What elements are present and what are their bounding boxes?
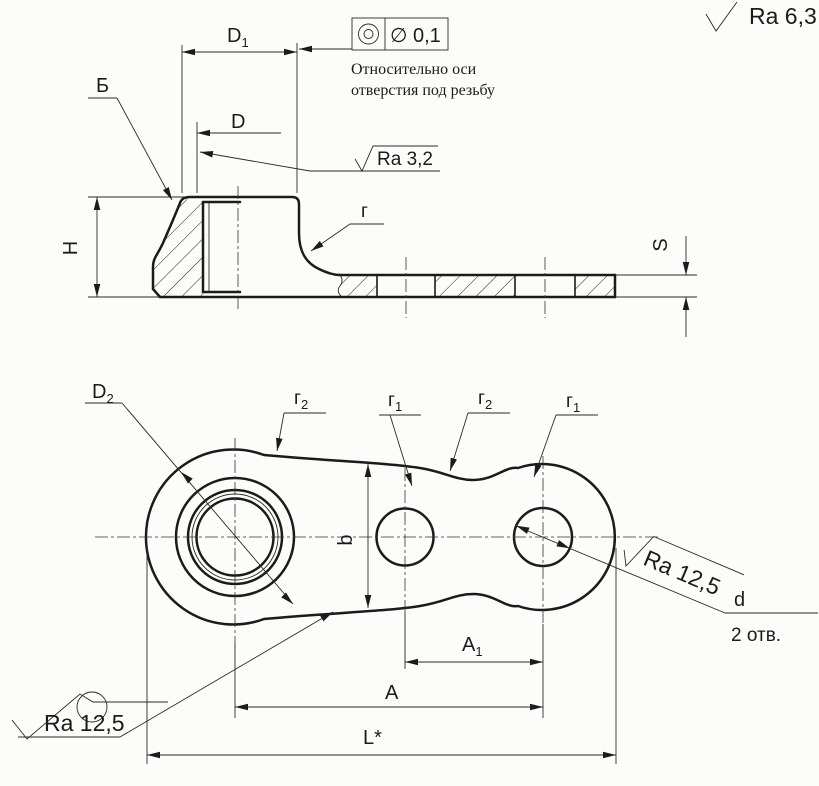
svg-text:г2: г2 bbox=[478, 388, 492, 412]
dim-label-b: b bbox=[335, 534, 357, 545]
link-outline bbox=[144, 448, 617, 626]
tolerance-callout: ∅ 0,1 Относительно оси отверстия под рез… bbox=[299, 17, 495, 99]
side-section-view: H D1 D Б Ra 3,2 г S bbox=[60, 25, 697, 337]
boss-outline bbox=[151, 195, 342, 299]
holes-count-note: 2 отв. bbox=[731, 625, 781, 646]
tolerance-note-line2: отверстия под резьбу bbox=[351, 82, 495, 99]
svg-text:г1: г1 bbox=[388, 390, 402, 414]
dim-label-D2: D2 bbox=[92, 381, 114, 406]
roughness-ra125-holes: Ra 12,5 bbox=[623, 535, 745, 600]
tolerance-value: ∅ 0,1 bbox=[390, 25, 441, 47]
surface-label-B: Б bbox=[96, 75, 109, 97]
tolerance-frame bbox=[351, 17, 449, 51]
svg-text:г2: г2 bbox=[294, 388, 308, 412]
b-label-leader bbox=[116, 97, 173, 201]
tolerance-note-line1: Относительно оси bbox=[351, 61, 477, 78]
break-line bbox=[337, 274, 343, 297]
hole-dia-callout: Ra 12,5 d 2 отв. bbox=[514, 522, 818, 646]
radius-label-r1-b: г1 bbox=[533, 391, 598, 478]
roughness-value: Ra 12,5 bbox=[44, 710, 125, 736]
plate-hatch-1 bbox=[340, 276, 377, 296]
corner-roughness: Ra 6,3 bbox=[705, 1, 817, 32]
roughness-value: Ra 3,2 bbox=[377, 149, 433, 170]
dim-label-d: d bbox=[734, 589, 745, 611]
concentricity-icon bbox=[358, 23, 379, 45]
d2-dimension: D2 bbox=[85, 381, 296, 607]
roughness-icon bbox=[11, 693, 168, 740]
dim-label-A: A bbox=[385, 682, 399, 704]
radius-label-r2-a: г2 bbox=[276, 388, 326, 452]
dim-label-A1: A1 bbox=[462, 634, 483, 659]
plan-view: D2 г2 г1 г2 г1 b bbox=[11, 381, 818, 764]
dim-label-D1: D1 bbox=[227, 25, 249, 50]
boss-section-hatch bbox=[153, 198, 203, 296]
roughness-ra125-face: Ra 12,5 bbox=[11, 611, 334, 740]
dim-label-D: D bbox=[231, 111, 245, 133]
dim-label-H: H bbox=[60, 241, 82, 255]
plate-hatch-3 bbox=[575, 276, 615, 296]
no-material-removal-icon bbox=[76, 691, 108, 723]
roughness-value: Ra 12,5 bbox=[640, 545, 724, 600]
corner-roughness-value: Ra 6,3 bbox=[749, 3, 817, 29]
roughness-icon bbox=[623, 535, 745, 576]
roughness-ra32: Ra 3,2 bbox=[199, 145, 440, 172]
radius-label-r2-b: г2 bbox=[449, 388, 510, 472]
dim-label-L: L* bbox=[363, 727, 382, 749]
svg-text:г1: г1 bbox=[566, 391, 580, 415]
g-label-leader bbox=[310, 223, 351, 252]
dim-label-S: S bbox=[650, 238, 672, 251]
roughness-icon bbox=[705, 1, 738, 32]
radius-label-r1-a: г1 bbox=[379, 390, 421, 487]
fillet-label-g: г bbox=[361, 201, 368, 222]
roughness-icon bbox=[354, 145, 438, 172]
plate-hatch-2 bbox=[435, 276, 515, 296]
